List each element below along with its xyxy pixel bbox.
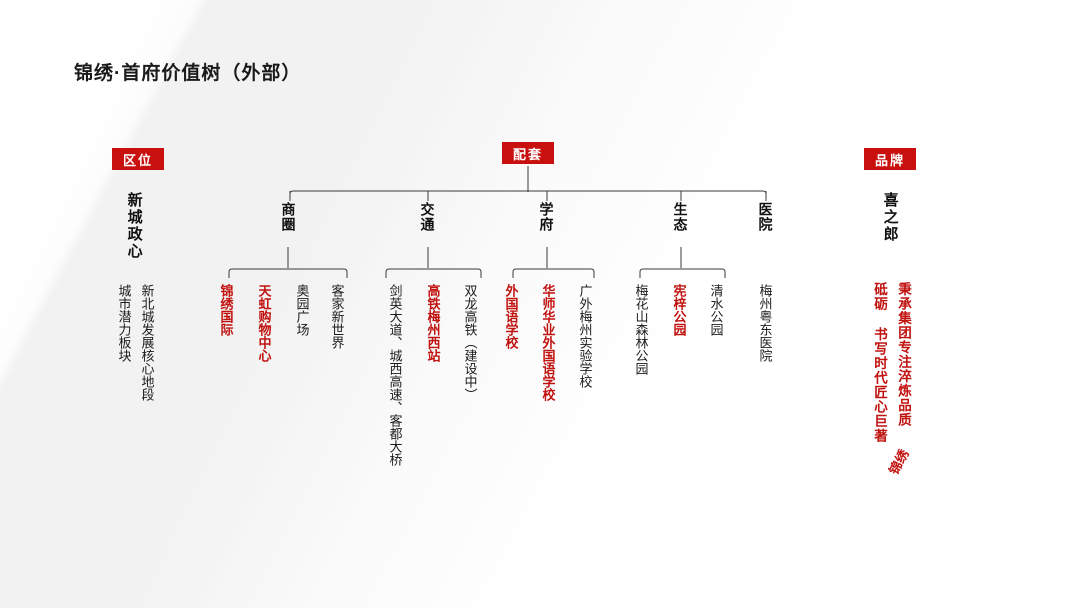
yiyuan-leaf-0: 梅州粤东医院 [757, 284, 773, 362]
shengtai-leaf-1: 宪梓公园 [671, 284, 687, 336]
shengtai-leaf-0: 清水公园 [708, 284, 724, 336]
shangquan-leaf-1: 奥园广场 [294, 284, 310, 336]
shengtai-leaf-2: 梅花山森林公园 [633, 284, 649, 375]
branch-label-shengtai[interactable]: 生态 [672, 202, 689, 232]
location-heading: 新城政心 [125, 192, 143, 260]
xuefu-leaf-1: 华师华业外国语学校 [540, 284, 556, 401]
location-leaf-1: 城市潜力板块 [116, 284, 132, 362]
brand-tag-1: 砥砺 书写时代匠心巨著 [872, 282, 888, 443]
shangquan-leaf-3: 锦绣国际 [218, 284, 234, 336]
section-chip-location[interactable]: 区位 [112, 148, 164, 170]
shangquan-leaf-0: 客家新世界 [329, 284, 345, 349]
section-chip-facilities[interactable]: 配套 [502, 142, 554, 164]
location-leaf-0: 新北城发展核心地段 [139, 284, 155, 401]
jiaotong-leaf-2: 剑英大道、城西高速、客都大桥 [387, 284, 403, 466]
section-chip-brand[interactable]: 品牌 [864, 148, 916, 170]
branch-label-shangquan[interactable]: 商圈 [280, 202, 297, 232]
jiaotong-leaf-0: 双龙高铁（建设中） [462, 284, 478, 401]
xuefu-leaf-2: 外国语学校 [503, 284, 519, 349]
branch-label-xuefu[interactable]: 学府 [538, 202, 555, 232]
branch-label-jiaotong[interactable]: 交通 [419, 202, 436, 232]
branch-label-yiyuan[interactable]: 医院 [757, 202, 774, 232]
brand-seal: 锦绣 [886, 446, 912, 477]
xuefu-leaf-0: 广外梅州实验学校 [577, 284, 593, 388]
jiaotong-leaf-1: 高铁梅州西站 [425, 284, 441, 362]
shangquan-leaf-2: 天虹购物中心 [256, 284, 272, 362]
brand-heading: 喜之郎 [881, 192, 899, 243]
brand-tag-0: 秉承集团专注淬炼品质 [896, 282, 912, 427]
page-title: 锦绣·首府价值树（外部） [74, 63, 302, 84]
